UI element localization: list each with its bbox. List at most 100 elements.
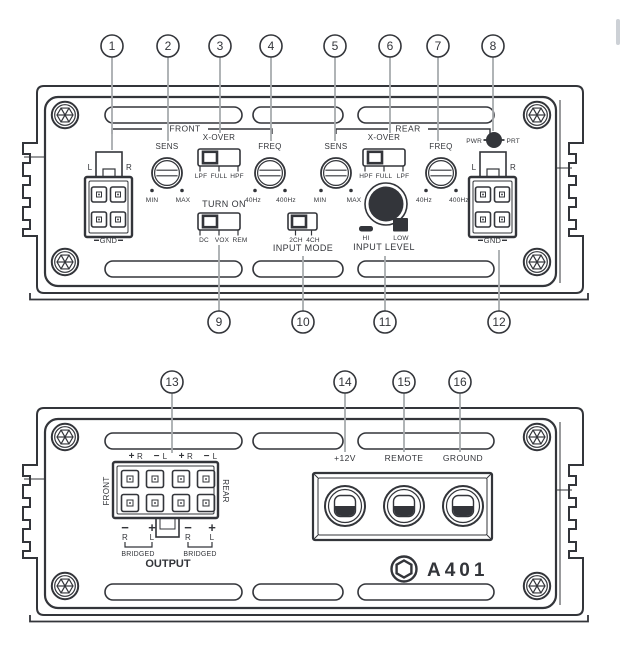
xover-option: LPF (195, 173, 208, 180)
callout-leader-lines (111, 57, 500, 453)
output-channel: L (163, 452, 168, 461)
callout-9: 9 (207, 310, 231, 334)
input-level-ring (364, 182, 408, 226)
low-label: LOW (393, 235, 409, 242)
scrollbar-thumb[interactable] (616, 19, 620, 45)
min-label: MIN (314, 197, 327, 204)
input-level-knob (368, 186, 404, 222)
callout-8: 8 (481, 34, 505, 58)
output-channel: L (210, 533, 215, 542)
channel-r-label: R (126, 163, 132, 172)
bridged-label: BRIDGED (121, 551, 154, 558)
svg-text:2: 2 (165, 39, 172, 53)
svg-text:1: 1 (109, 39, 116, 53)
svg-text:6: 6 (387, 39, 394, 53)
callout-10: 10 (291, 310, 315, 334)
front-freq-control: FREQ 40Hz 400Hz (245, 142, 296, 204)
front-sens-control: SENS MIN MAX (146, 142, 191, 204)
input-level-control: HI LOW INPUT LEVEL (353, 182, 415, 252)
min-label: MIN (146, 197, 159, 204)
freq-label: FREQ (429, 142, 452, 151)
callout-7: 7 (426, 34, 450, 58)
svg-text:8: 8 (490, 39, 497, 53)
front-group-label: FRONT (169, 124, 200, 134)
gnd-label: GND (100, 236, 118, 245)
turn-on-option: DC (199, 237, 209, 244)
output-label: OUTPUT (145, 558, 191, 570)
output-rear-side-label: REAR (221, 479, 230, 502)
channel-l-label: L (88, 163, 93, 172)
xover-option: HPF (359, 173, 373, 180)
channel-l-label: L (472, 163, 477, 172)
speaker-connector-right: L R GND (467, 150, 518, 245)
input-mode-option: 4CH (306, 237, 320, 244)
svg-text:4: 4 (268, 39, 275, 53)
amplifier-bottom-panel: + R − L + R − L FRONT REAR − + − + R L R (22, 407, 589, 623)
output-sign: − (204, 451, 210, 462)
hi-label: HI (363, 235, 370, 242)
hi-marker-icon (359, 226, 373, 232)
front-xover-control: X-OVER LPF FULL HPF (195, 133, 244, 180)
svg-text:9: 9 (216, 315, 223, 329)
callout-12: 12 (487, 310, 511, 334)
speaker-connector-left: L R GND (83, 150, 134, 245)
power-terminal-block: +12V REMOTE GROUND (311, 453, 494, 542)
top-panel-face (43, 95, 558, 288)
freq-min-label: 40Hz (245, 197, 261, 204)
callout-4: 4 (259, 34, 283, 58)
remote-label: REMOTE (385, 453, 424, 463)
callout-6: 6 (378, 34, 402, 58)
channel-r-label: R (510, 163, 516, 172)
output-front-side-label: FRONT (102, 476, 111, 505)
turn-on-option: REM (232, 237, 247, 244)
input-mode-control: 2CH 4CH INPUT MODE (273, 211, 333, 253)
callout-15: 15 (392, 370, 416, 394)
turn-on-option: VOX (215, 237, 230, 244)
output-sign: + (129, 451, 135, 462)
output-channel: L (213, 452, 218, 461)
amplifier-top-panel: FRONT REAR PWR PRT L R GND L R (22, 85, 589, 301)
output-channel: R (137, 452, 143, 461)
xover-option: FULL (376, 173, 393, 180)
bridged-brackets (124, 542, 213, 548)
turn-on-control: TURN ON DC VOX REM (196, 199, 247, 244)
freq-label: FREQ (258, 142, 281, 151)
rear-freq-control: FREQ 40Hz 400Hz (416, 142, 469, 204)
freq-max-label: 400Hz (276, 197, 296, 204)
svg-text:5: 5 (332, 39, 339, 53)
callout-13: 13 (160, 370, 184, 394)
max-label: MAX (176, 197, 191, 204)
pwr-label: PWR (466, 138, 482, 145)
svg-text:15: 15 (397, 375, 411, 389)
output-sign: − (184, 520, 192, 535)
output-sign: + (148, 520, 156, 535)
output-sign: + (179, 451, 185, 462)
model-logo: A401 (390, 555, 484, 583)
output-channel: R (185, 533, 191, 542)
freq-max-label: 400Hz (449, 197, 469, 204)
callout-3: 3 (208, 34, 232, 58)
prt-label: PRT (507, 138, 520, 145)
xover-label: X-OVER (368, 133, 400, 142)
sens-label: SENS (325, 142, 348, 151)
callout-2: 2 (156, 34, 180, 58)
bridged-label: BRIDGED (183, 551, 216, 558)
input-mode-label: INPUT MODE (273, 243, 333, 253)
xover-option: LPF (397, 173, 410, 180)
led-icon (486, 132, 502, 148)
callout-badges: 1 2 3 4 5 6 7 8 9 10 11 12 13 14 15 16 (100, 34, 511, 394)
max-label: MAX (347, 197, 362, 204)
callout-5: 5 (323, 34, 347, 58)
rear-group-label: REAR (395, 124, 420, 134)
gnd-label: GND (484, 236, 502, 245)
svg-text:13: 13 (165, 375, 179, 389)
svg-text:10: 10 (296, 315, 310, 329)
rear-xover-control: X-OVER HPF FULL LPF (359, 133, 409, 180)
callout-1: 1 (100, 34, 124, 58)
output-sign: − (121, 520, 129, 535)
callout-16: 16 (448, 370, 472, 394)
power-protect-led: PWR PRT (466, 132, 520, 148)
input-level-label: INPUT LEVEL (353, 242, 415, 252)
